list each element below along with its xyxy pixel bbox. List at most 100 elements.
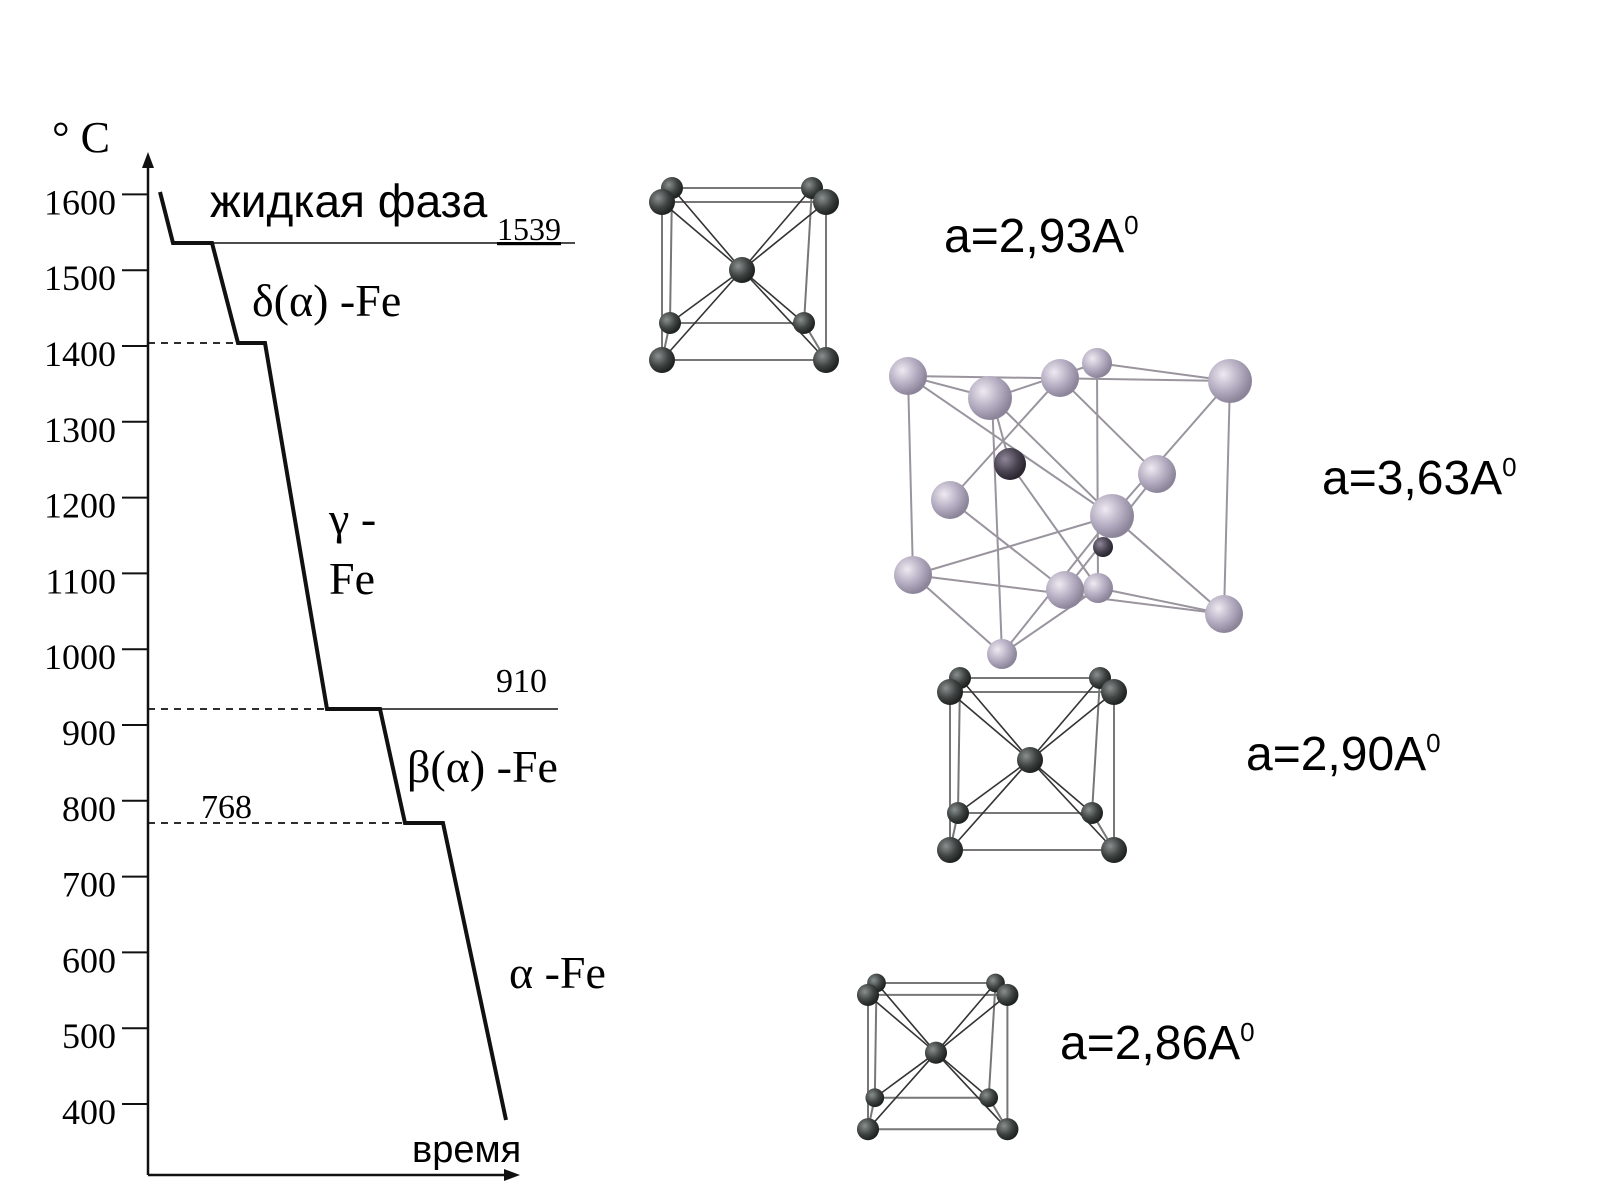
lattice-bond bbox=[1029, 677, 1101, 761]
iron-atom bbox=[1138, 455, 1176, 493]
x-axis-label: время bbox=[412, 1129, 521, 1171]
iron-atom bbox=[987, 639, 1017, 669]
iron-atom bbox=[996, 983, 1019, 1006]
iron-atom bbox=[996, 1118, 1019, 1141]
lattice-bond bbox=[671, 187, 743, 271]
iron-atom bbox=[813, 347, 839, 373]
lattice-label-delta: a=2,93A0 bbox=[944, 210, 1139, 263]
y-tick-label: 800 bbox=[62, 789, 116, 829]
lattice-bond bbox=[661, 269, 743, 361]
iron-atom bbox=[649, 189, 675, 215]
iron-atom bbox=[856, 983, 880, 1006]
y-tick-label: 400 bbox=[62, 1092, 116, 1132]
lattice-label-gamma: a=3,63A0 bbox=[1322, 452, 1517, 505]
y-tick-label: 900 bbox=[62, 713, 116, 753]
lattice-bond bbox=[1097, 587, 1225, 615]
lattice-bond bbox=[959, 677, 1031, 761]
lattice-bond bbox=[1096, 362, 1231, 382]
fcc-lattice-gamma bbox=[889, 348, 1252, 669]
y-tick-label: 700 bbox=[62, 865, 116, 905]
lattice-bond bbox=[1111, 380, 1231, 517]
label-768: 768 bbox=[201, 789, 252, 826]
lattice-bond bbox=[661, 201, 743, 271]
iron-atom bbox=[994, 448, 1026, 480]
iron-atom bbox=[813, 189, 839, 215]
lattice-label-beta: a=2,90A0 bbox=[1246, 728, 1441, 781]
iron-atom bbox=[649, 347, 675, 373]
lattice-bond bbox=[875, 982, 937, 1054]
iron-atom bbox=[894, 556, 932, 594]
y-tick-label: 1200 bbox=[44, 486, 116, 526]
iron-atom bbox=[1093, 537, 1113, 557]
iron-atom bbox=[889, 357, 927, 395]
lattice-bond bbox=[867, 1052, 937, 1130]
iron-atom bbox=[931, 481, 969, 519]
iron-atom bbox=[924, 1041, 948, 1064]
lattice-bond bbox=[907, 375, 914, 576]
phase-delta: δ(α) -Fe bbox=[252, 275, 401, 326]
phase-liquid: жидкая фаза bbox=[210, 175, 488, 227]
axes bbox=[142, 152, 520, 1181]
phase-alpha: α -Fe bbox=[509, 947, 606, 998]
iron-atom bbox=[968, 376, 1012, 420]
lattice-bond bbox=[949, 759, 1031, 851]
lattice-bond bbox=[935, 1052, 990, 1099]
y-tick-label: 600 bbox=[62, 940, 116, 980]
lattice-bond bbox=[991, 397, 1003, 655]
lattice-bond bbox=[987, 982, 997, 1098]
lattice-bond bbox=[741, 269, 805, 324]
iron-atom bbox=[659, 312, 681, 334]
cooling-curve bbox=[158, 191, 508, 1121]
phase-beta: β(α) -Fe bbox=[407, 741, 558, 792]
bcc-lattice-delta bbox=[649, 177, 839, 373]
label-1539: 1539 bbox=[497, 211, 561, 247]
lattice-bond bbox=[912, 515, 1113, 576]
iron-atom bbox=[1205, 595, 1243, 633]
y-tick-label: 1400 bbox=[44, 334, 116, 374]
lattice-bond bbox=[935, 994, 1008, 1054]
lattice-bond bbox=[991, 397, 1113, 517]
iron-atom bbox=[1208, 359, 1252, 403]
x-axis-arrow-icon bbox=[504, 1169, 520, 1181]
iron-atom bbox=[947, 802, 969, 824]
lattice-bond bbox=[741, 201, 827, 271]
lattice-bond bbox=[1091, 677, 1101, 814]
lattice-bond bbox=[935, 982, 997, 1054]
lattice-bond bbox=[741, 269, 827, 361]
lattice-bond bbox=[1029, 759, 1093, 814]
lattice-bond bbox=[907, 375, 1113, 517]
bcc-lattice-beta bbox=[937, 667, 1127, 863]
lattice-bond bbox=[1009, 463, 1099, 589]
y-tick-label: 1100 bbox=[45, 561, 116, 601]
y-tick-label: 1000 bbox=[44, 637, 116, 677]
lattice-bond bbox=[912, 574, 1003, 655]
lattice-bond bbox=[949, 377, 1061, 501]
phase-gamma-line2: Fe bbox=[329, 553, 375, 604]
phase-gamma-line1: γ - bbox=[328, 493, 376, 544]
lattice-bond bbox=[669, 269, 743, 324]
iron-atom bbox=[937, 679, 963, 705]
iron-atom bbox=[1046, 571, 1084, 609]
iron-atom bbox=[865, 1088, 885, 1108]
iron-atom bbox=[1041, 359, 1079, 397]
iron-atom bbox=[1090, 494, 1134, 538]
label-910: 910 bbox=[496, 663, 547, 700]
lattice-bond bbox=[957, 759, 1031, 814]
iron-atom bbox=[1083, 573, 1113, 603]
lattice-bond bbox=[867, 994, 937, 1054]
lattice-bond bbox=[1029, 759, 1115, 851]
iron-atom bbox=[1017, 747, 1043, 773]
iron-atom bbox=[1081, 802, 1103, 824]
iron-atom bbox=[793, 312, 815, 334]
iron-atom bbox=[937, 837, 963, 863]
bcc-lattice-alpha bbox=[856, 973, 1019, 1141]
iron-atom bbox=[1101, 837, 1127, 863]
y-tick-label: 500 bbox=[62, 1016, 116, 1056]
iron-atom bbox=[729, 257, 755, 283]
lattice-bond bbox=[741, 187, 813, 271]
iron-atom bbox=[979, 1088, 999, 1108]
iron-atom bbox=[1082, 348, 1112, 378]
iron-atom bbox=[856, 1118, 880, 1141]
y-tick-label: 1600 bbox=[44, 182, 116, 222]
